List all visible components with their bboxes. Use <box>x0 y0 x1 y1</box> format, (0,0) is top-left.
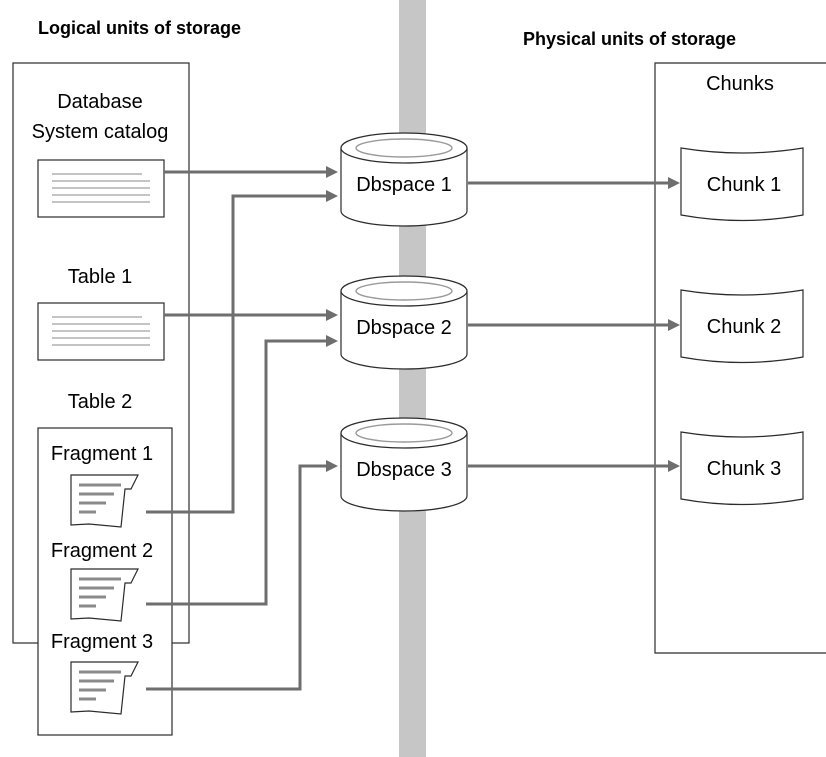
chunks-label: Chunks <box>706 73 774 95</box>
table1-label: Table 1 <box>68 266 133 288</box>
chunk3-shape <box>680 431 804 506</box>
database-label-line2: System catalog <box>32 121 169 143</box>
chunk2-shape <box>680 289 804 364</box>
system-catalog-document <box>37 159 165 218</box>
dbspace2-cylinder <box>340 275 468 370</box>
chunk3-label: Chunk 3 <box>707 458 782 480</box>
dbspace1-cylinder <box>340 132 468 227</box>
fragment1-label: Fragment 1 <box>51 443 153 465</box>
fragment3-label: Fragment 3 <box>51 631 153 653</box>
physical-units-heading: Physical units of storage <box>523 29 736 49</box>
chunk2-label: Chunk 2 <box>707 316 782 338</box>
chunk1-label: Chunk 1 <box>707 174 782 196</box>
dbspace1-label: Dbspace 1 <box>356 174 452 196</box>
dbspace2-label: Dbspace 2 <box>356 317 452 339</box>
fragment2-icon <box>70 568 139 622</box>
fragment3-icon <box>70 661 139 715</box>
table2-label: Table 2 <box>68 391 133 413</box>
connector-fragment2-to-dbspace2 <box>146 339 326 606</box>
fragment2-label: Fragment 2 <box>51 540 153 562</box>
connector-fragment3-to-dbspace3 <box>146 464 326 691</box>
table1-document <box>37 302 165 361</box>
dbspace3-cylinder <box>340 417 468 512</box>
chunk1-shape <box>680 147 804 222</box>
fragment1-icon <box>70 474 139 528</box>
logical-physical-divider <box>399 0 426 757</box>
database-label-line1: Database <box>57 91 143 113</box>
connector-fragment1-to-dbspace1 <box>146 194 326 514</box>
connectors <box>146 166 680 691</box>
logical-units-heading: Logical units of storage <box>38 18 241 38</box>
dbspace3-label: Dbspace 3 <box>356 459 452 481</box>
